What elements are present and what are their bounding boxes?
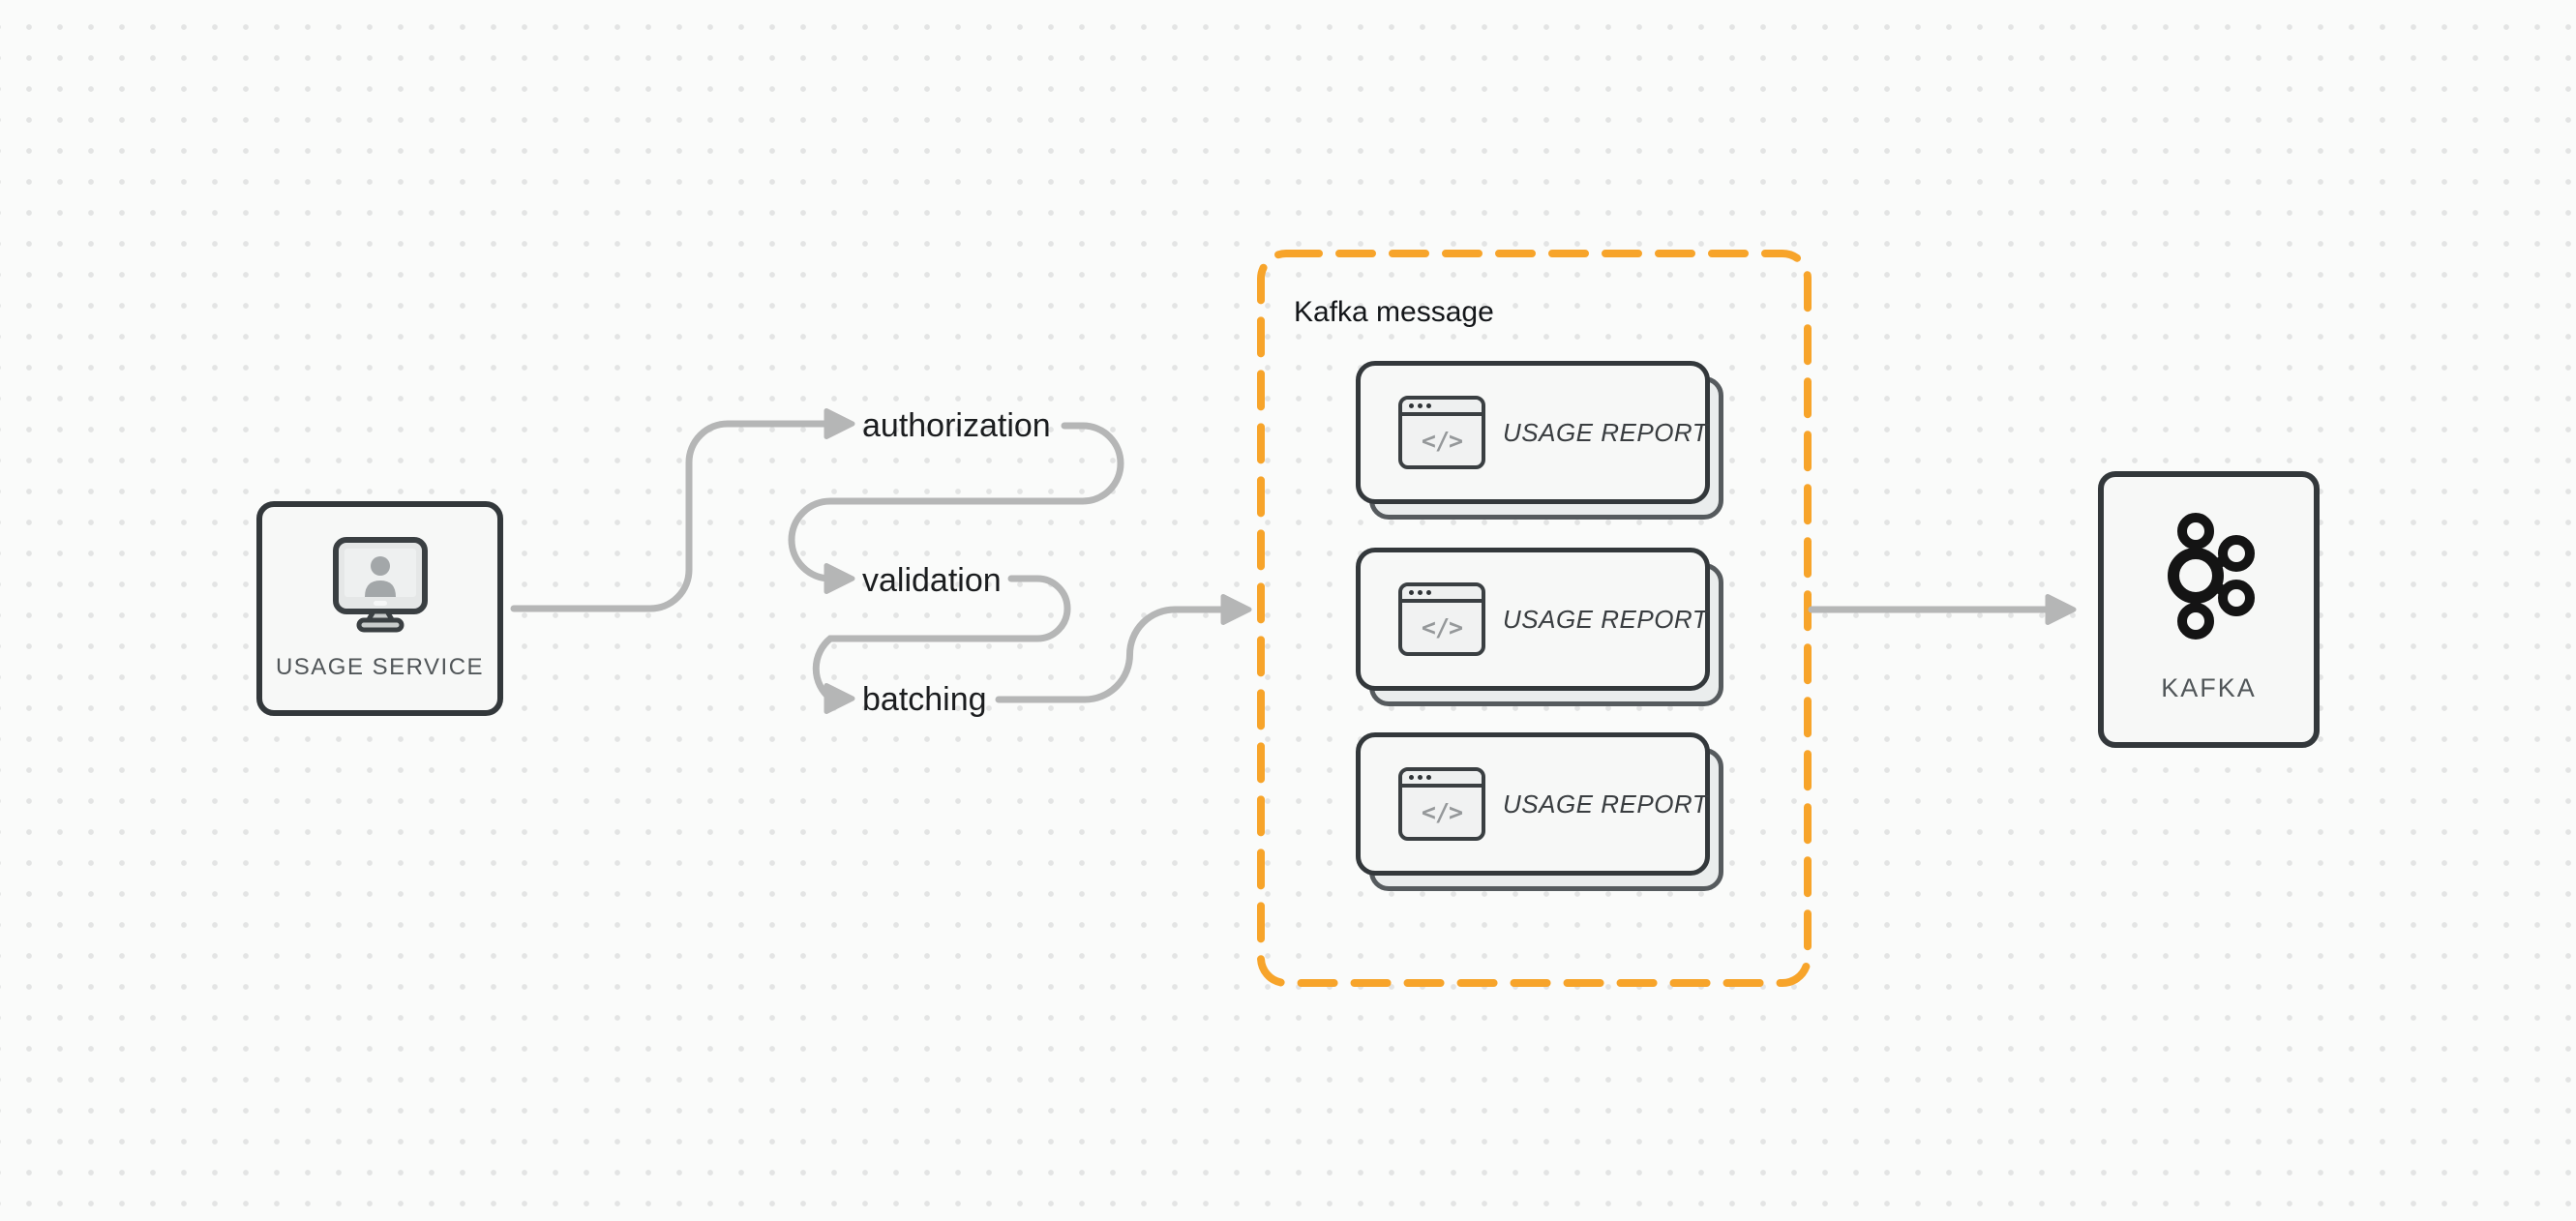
- step-label-batching: batching: [862, 681, 987, 718]
- kafka-label: KAFKA: [2161, 673, 2257, 702]
- usage-report-label: USAGE REPORT: [1503, 417, 1709, 447]
- step-label-validation: validation: [862, 562, 1002, 599]
- kafka-node: KAFKA: [2098, 471, 2320, 748]
- arrowhead-kafka: [2045, 594, 2077, 625]
- arrowhead-kafka-message: [1220, 594, 1252, 625]
- kafka-logo-icon: [2168, 513, 2255, 640]
- flow-batching-to-kafka-message: [995, 606, 1225, 703]
- code-glyph: </>: [1421, 613, 1463, 641]
- kafka-message-group-title: Kafka message: [1294, 296, 1494, 328]
- usage-report-label: USAGE REPORT: [1503, 789, 1709, 819]
- code-glyph: </>: [1421, 798, 1463, 826]
- code-window-icon: </>: [1398, 767, 1485, 841]
- flow-usage-service-to-authorization: [510, 420, 828, 612]
- code-glyph: </>: [1421, 427, 1463, 455]
- step-label-authorization: authorization: [862, 407, 1051, 444]
- usage-service-node: USAGE SERVICE: [256, 501, 503, 716]
- code-window-icon: </>: [1398, 396, 1485, 469]
- flow-validation-to-batching: [812, 575, 1071, 702]
- arrowhead-batching: [824, 683, 855, 714]
- monitor-user-icon: [332, 537, 428, 633]
- usage-report-label: USAGE REPORT: [1503, 604, 1709, 634]
- arrowhead-validation: [824, 563, 855, 594]
- usage-report-card-3: </> USAGE REPORT: [1356, 732, 1723, 891]
- code-window-icon: </>: [1398, 582, 1485, 656]
- usage-service-label: USAGE SERVICE: [275, 654, 485, 680]
- usage-report-card-1: </> USAGE REPORT: [1356, 361, 1723, 520]
- flow-authorization-to-validation: [788, 422, 1124, 582]
- arrowhead-authorization: [824, 408, 855, 439]
- usage-report-card-2: </> USAGE REPORT: [1356, 548, 1723, 706]
- kafka-message-group-border: [1257, 250, 1812, 987]
